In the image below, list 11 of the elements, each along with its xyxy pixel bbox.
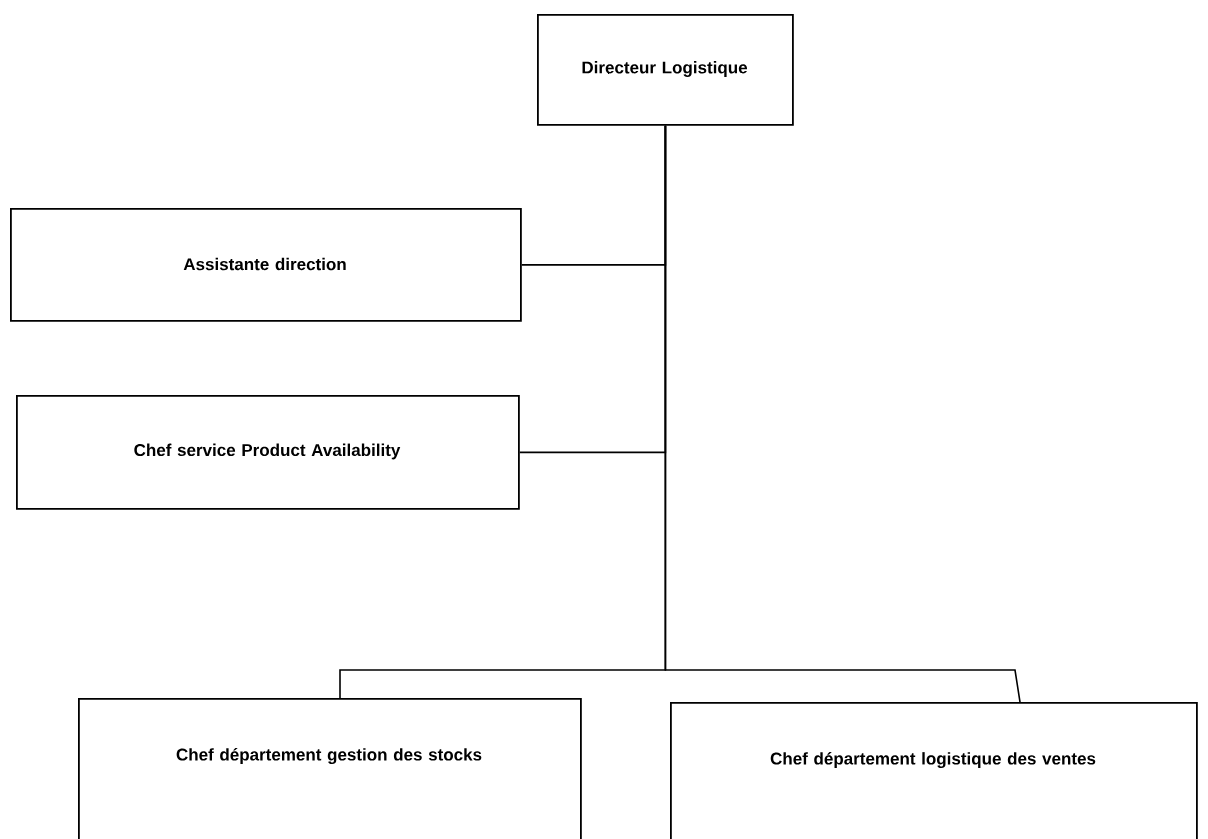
connector: [664, 125, 1021, 703]
org-box: [537, 14, 794, 126]
org-box: [78, 698, 582, 839]
box-label: Chef département gestion des stocks: [176, 747, 482, 765]
box-label: Assistante direction: [183, 257, 346, 271]
org-box: [10, 208, 522, 322]
org-box: [16, 395, 520, 510]
org-box: [670, 702, 1198, 839]
box-label: Directeur Logistique: [582, 61, 748, 77]
box-label: Chef service Product Availability: [134, 443, 401, 460]
box-label: Chef département logistique des ventes: [770, 751, 1096, 769]
